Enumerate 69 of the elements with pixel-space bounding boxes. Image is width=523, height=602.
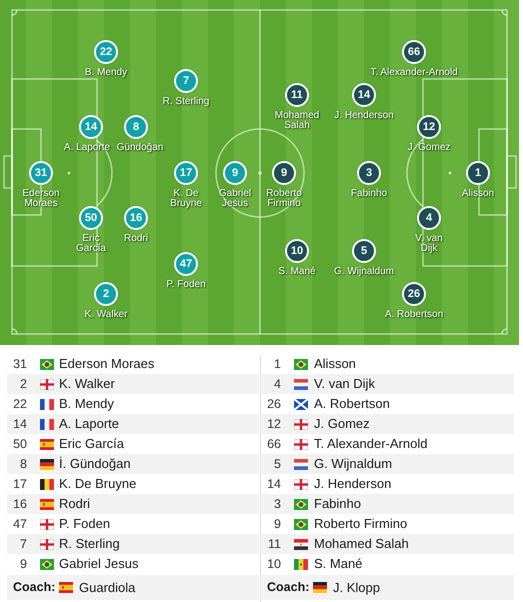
player-name: Eric García <box>74 234 107 254</box>
player-name: S. Mané <box>278 267 316 277</box>
player-name: V. van Dijk <box>414 234 444 254</box>
player-name: Alisson <box>462 189 494 199</box>
shirt-number: 66 <box>267 436 281 453</box>
player-name: G. Wijnaldum <box>334 267 394 277</box>
shirt-number: 9 <box>274 516 281 533</box>
shirt-number: 12 <box>267 416 281 433</box>
player-name: S. Mané <box>314 555 362 573</box>
player-name: Ederson Moraes <box>59 355 154 373</box>
shirt-number: 5 <box>274 456 281 473</box>
player-name: İ. Gündoğan <box>59 455 131 473</box>
shirt-number: 3 <box>274 496 281 513</box>
shirt-number: 4 <box>274 376 281 393</box>
player-name: Rodri <box>59 495 90 513</box>
player-name: A. Robertson <box>384 310 444 320</box>
shirt-number: 31 <box>13 356 27 373</box>
player-name: K. Walker <box>84 310 128 320</box>
player-name: Mohamed Salah <box>314 535 409 553</box>
player-name: Eric García <box>59 435 124 453</box>
shirt-number: 17 <box>13 476 27 493</box>
player-name: A. Laporte <box>64 143 110 153</box>
shirt-number: 50 <box>13 436 27 453</box>
coach-label: Coach: <box>267 579 310 596</box>
player-name: A. Laporte <box>59 415 119 433</box>
player-name: Roberto Firmino <box>314 515 408 533</box>
shirt-number: 7 <box>20 536 27 553</box>
player-name: G. Wijnaldum <box>314 455 392 473</box>
player-name: Fabinho <box>314 495 361 513</box>
shirt-number: 16 <box>13 496 27 513</box>
shirt-number: 2 <box>20 376 27 393</box>
shirt-number: 10 <box>267 556 281 573</box>
shirt-number: 11 <box>268 536 281 553</box>
player-name: P. Foden <box>59 515 110 533</box>
player-name: Gündoğan <box>116 143 164 153</box>
player-name: K. Walker <box>59 375 115 393</box>
player-name: T. Alexander-Arnold <box>314 435 428 453</box>
shirt-number: 26 <box>267 396 281 413</box>
player-name: T. Alexander-Arnold <box>370 68 458 78</box>
player-name: R. Sterling <box>162 97 210 107</box>
shirt-number: 14 <box>13 416 27 433</box>
shirt-number: 8 <box>20 456 27 473</box>
shirt-number: 22 <box>13 396 27 413</box>
player-name: B. Mendy <box>84 68 128 78</box>
coach-name: Guardiola <box>79 579 136 597</box>
player-name: Gabriel Jesus <box>218 189 252 209</box>
player-name: Gabriel Jesus <box>59 555 138 573</box>
player-name: J. Gomez <box>408 143 450 153</box>
player-name: Fabinho <box>350 189 388 199</box>
coach-name: J. Klopp <box>333 579 380 597</box>
shirt-number: 1 <box>274 356 281 373</box>
player-name: V. van Dijk <box>314 375 375 393</box>
player-name: Alisson <box>314 355 356 373</box>
player-name: B. Mendy <box>59 395 114 413</box>
shirt-number: 9 <box>20 556 27 573</box>
player-name: K. De Bruyne <box>169 189 203 209</box>
shirt-number: 47 <box>13 516 27 533</box>
player-name: K. De Bruyne <box>59 475 136 493</box>
shirt-number: 14 <box>267 476 281 493</box>
player-name: J. Henderson <box>334 111 394 121</box>
player-name: R. Sterling <box>59 535 120 553</box>
player-name: Rodri <box>124 234 148 244</box>
player-name: A. Robertson <box>314 395 390 413</box>
player-name: J. Gomez <box>314 415 370 433</box>
coach-label: Coach: <box>13 579 56 596</box>
player-name: J. Henderson <box>314 475 392 493</box>
player-name: Ederson Moraes <box>21 189 61 209</box>
player-name: P. Foden <box>166 280 206 290</box>
player-name: Mohamed Salah <box>274 111 320 131</box>
